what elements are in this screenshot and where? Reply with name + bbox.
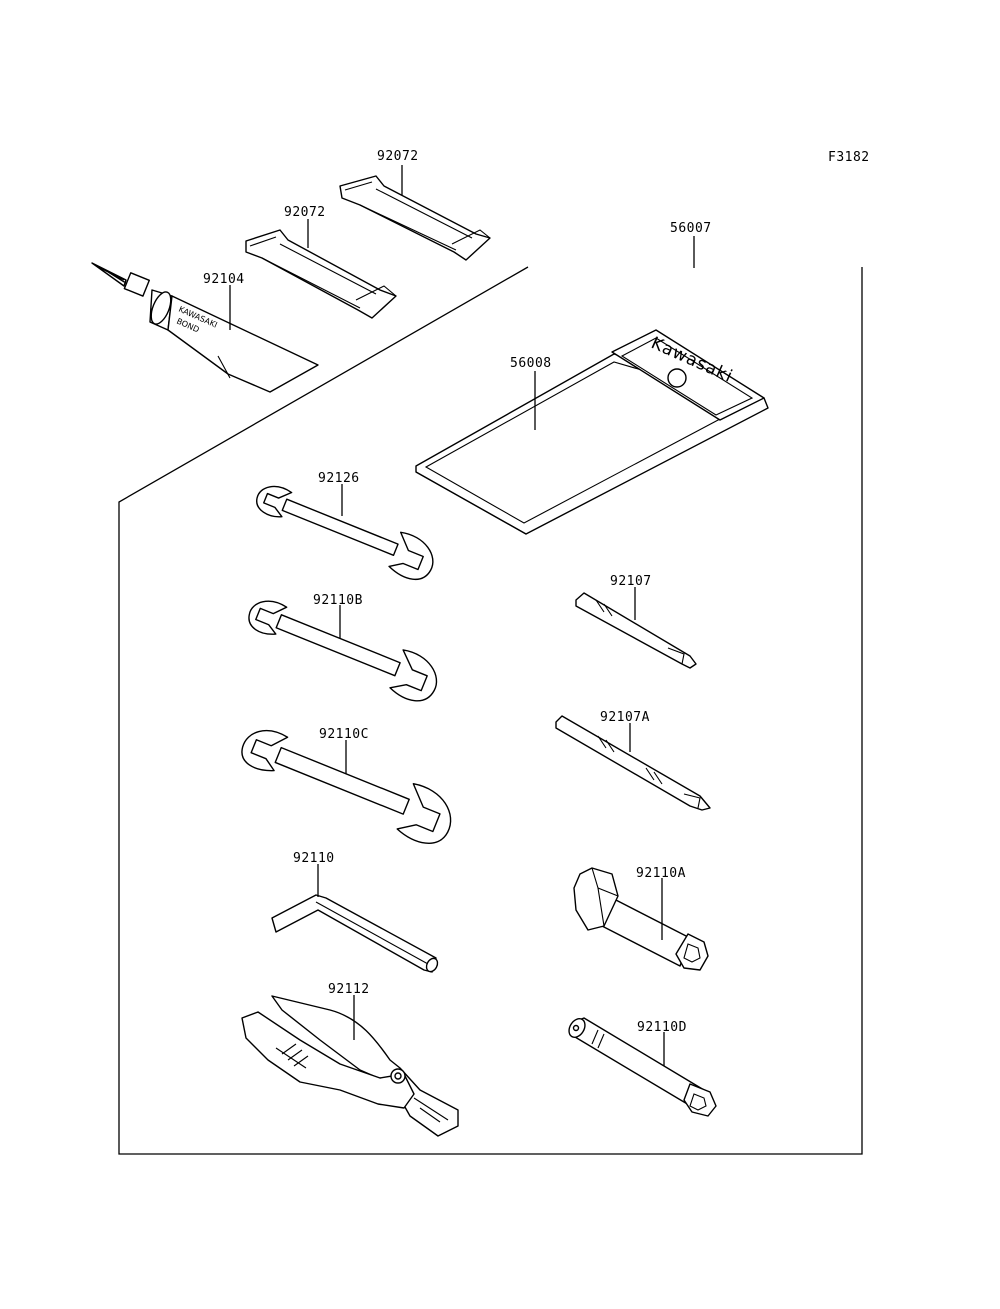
tube-wrench: 92110D bbox=[568, 1017, 717, 1117]
screwdriver: 92107 bbox=[575, 574, 697, 669]
tool-bag: Kawasaki 56008 bbox=[415, 329, 769, 535]
screwdriver-label: 92107 bbox=[610, 574, 652, 589]
tube-wrench-label: 92110D bbox=[637, 1020, 687, 1035]
hex-key-label: 92110 bbox=[293, 851, 335, 866]
strap-top: 92072 bbox=[339, 149, 491, 261]
bond-tube-label: 92104 bbox=[203, 272, 245, 287]
pliers-label: 92112 bbox=[328, 982, 370, 997]
hex-key: 92110 bbox=[271, 851, 439, 973]
strap-mid: 92072 bbox=[245, 205, 397, 319]
diagram-code: F3182 bbox=[828, 150, 870, 165]
wrench-92110b: 92110B bbox=[248, 593, 438, 702]
pliers: 92112 bbox=[241, 982, 459, 1137]
tool-bag-flap-label: 56008 bbox=[510, 356, 552, 371]
bond-tube: KAWASAKI BOND 92104 bbox=[91, 262, 319, 393]
wrench-92110b-label: 92110B bbox=[313, 593, 363, 608]
wrench-92110c-label: 92110C bbox=[319, 727, 369, 742]
box-wrench: 92110A bbox=[573, 866, 709, 971]
tool-bag-leader: 56007 bbox=[670, 221, 712, 268]
strap-top-label: 92072 bbox=[377, 149, 419, 164]
kit-boundary-frame bbox=[118, 266, 863, 1155]
screwdriver-a: 92107A bbox=[555, 710, 711, 811]
strap-mid-label: 92072 bbox=[284, 205, 326, 220]
box-wrench-label: 92110A bbox=[636, 866, 686, 881]
tool-bag-label: 56007 bbox=[670, 221, 712, 236]
wrench-92110c: 92110C bbox=[241, 727, 452, 844]
screwdriver-a-label: 92107A bbox=[600, 710, 650, 725]
wrench-92126: 92126 bbox=[256, 471, 434, 580]
wrench-92126-label: 92126 bbox=[318, 471, 360, 486]
